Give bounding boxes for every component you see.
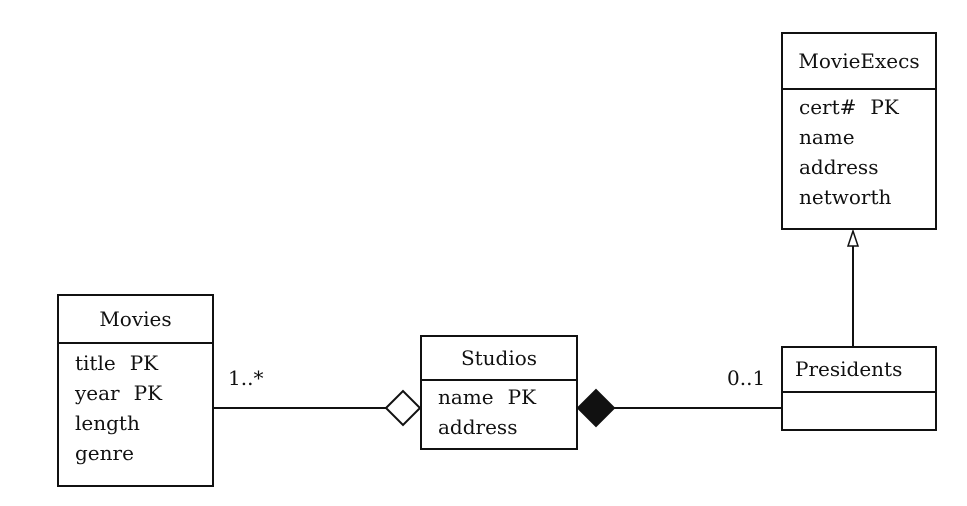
- composition-diamond: [576, 388, 616, 428]
- attribute-name: title: [75, 351, 116, 375]
- attribute-key: PK: [133, 381, 163, 405]
- attribute-row: networth: [799, 182, 935, 212]
- class-name: MovieExecs: [783, 34, 935, 90]
- multiplicity-movies: 1..*: [228, 366, 264, 390]
- attribute-name: networth: [799, 185, 892, 209]
- class-movieexecs: MovieExecs cert# PK name address networth: [781, 32, 937, 230]
- class-name: Movies: [59, 296, 212, 344]
- class-attributes: name PK address: [422, 381, 576, 442]
- class-studios: Studios name PK address: [420, 335, 578, 450]
- attribute-key: PK: [507, 385, 537, 409]
- attribute-name: name: [799, 125, 855, 149]
- attribute-row: length: [75, 408, 212, 438]
- attribute-key: PK: [129, 351, 159, 375]
- class-attributes: [783, 393, 935, 429]
- attribute-row: name PK: [438, 382, 576, 412]
- attribute-name: cert#: [799, 95, 857, 119]
- generalization-arrowhead: [846, 228, 860, 247]
- class-attributes: cert# PK name address networth: [783, 90, 935, 212]
- attribute-row: address: [438, 412, 576, 442]
- attribute-row: address: [799, 152, 935, 182]
- attribute-row: name: [799, 122, 935, 152]
- class-presidents: Presidents: [781, 346, 937, 431]
- attribute-name: length: [75, 411, 140, 435]
- attribute-row: cert# PK: [799, 92, 935, 122]
- attribute-name: address: [438, 415, 518, 439]
- attribute-name: address: [799, 155, 879, 179]
- aggregation-diamond: [384, 389, 422, 427]
- attribute-name: year: [75, 381, 120, 405]
- attribute-row: genre: [75, 438, 212, 468]
- multiplicity-presidents: 0..1: [727, 366, 766, 390]
- attribute-row: year PK: [75, 378, 212, 408]
- attribute-name: genre: [75, 441, 134, 465]
- attribute-key: PK: [870, 95, 899, 119]
- class-name: Studios: [422, 337, 576, 381]
- attribute-row: title PK: [75, 348, 212, 378]
- class-name: Presidents: [783, 348, 935, 393]
- attribute-name: name: [438, 385, 494, 409]
